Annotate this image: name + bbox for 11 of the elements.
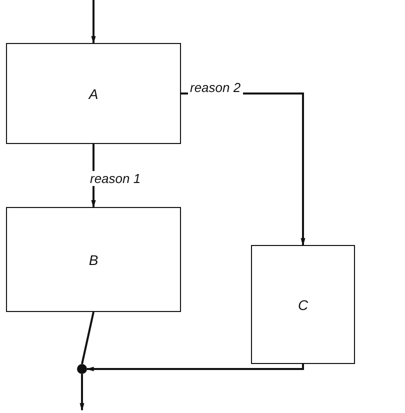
junction-dot xyxy=(77,364,87,374)
arrow xyxy=(80,374,84,412)
process-box xyxy=(6,43,181,144)
arrow xyxy=(91,0,96,44)
box-label: B xyxy=(88,252,98,268)
box-label: C xyxy=(298,296,308,312)
process-box xyxy=(251,245,355,364)
process-box xyxy=(6,207,181,312)
edge-label: reason 2 xyxy=(188,80,243,95)
arrow xyxy=(86,364,304,372)
box-label: A xyxy=(88,86,98,102)
